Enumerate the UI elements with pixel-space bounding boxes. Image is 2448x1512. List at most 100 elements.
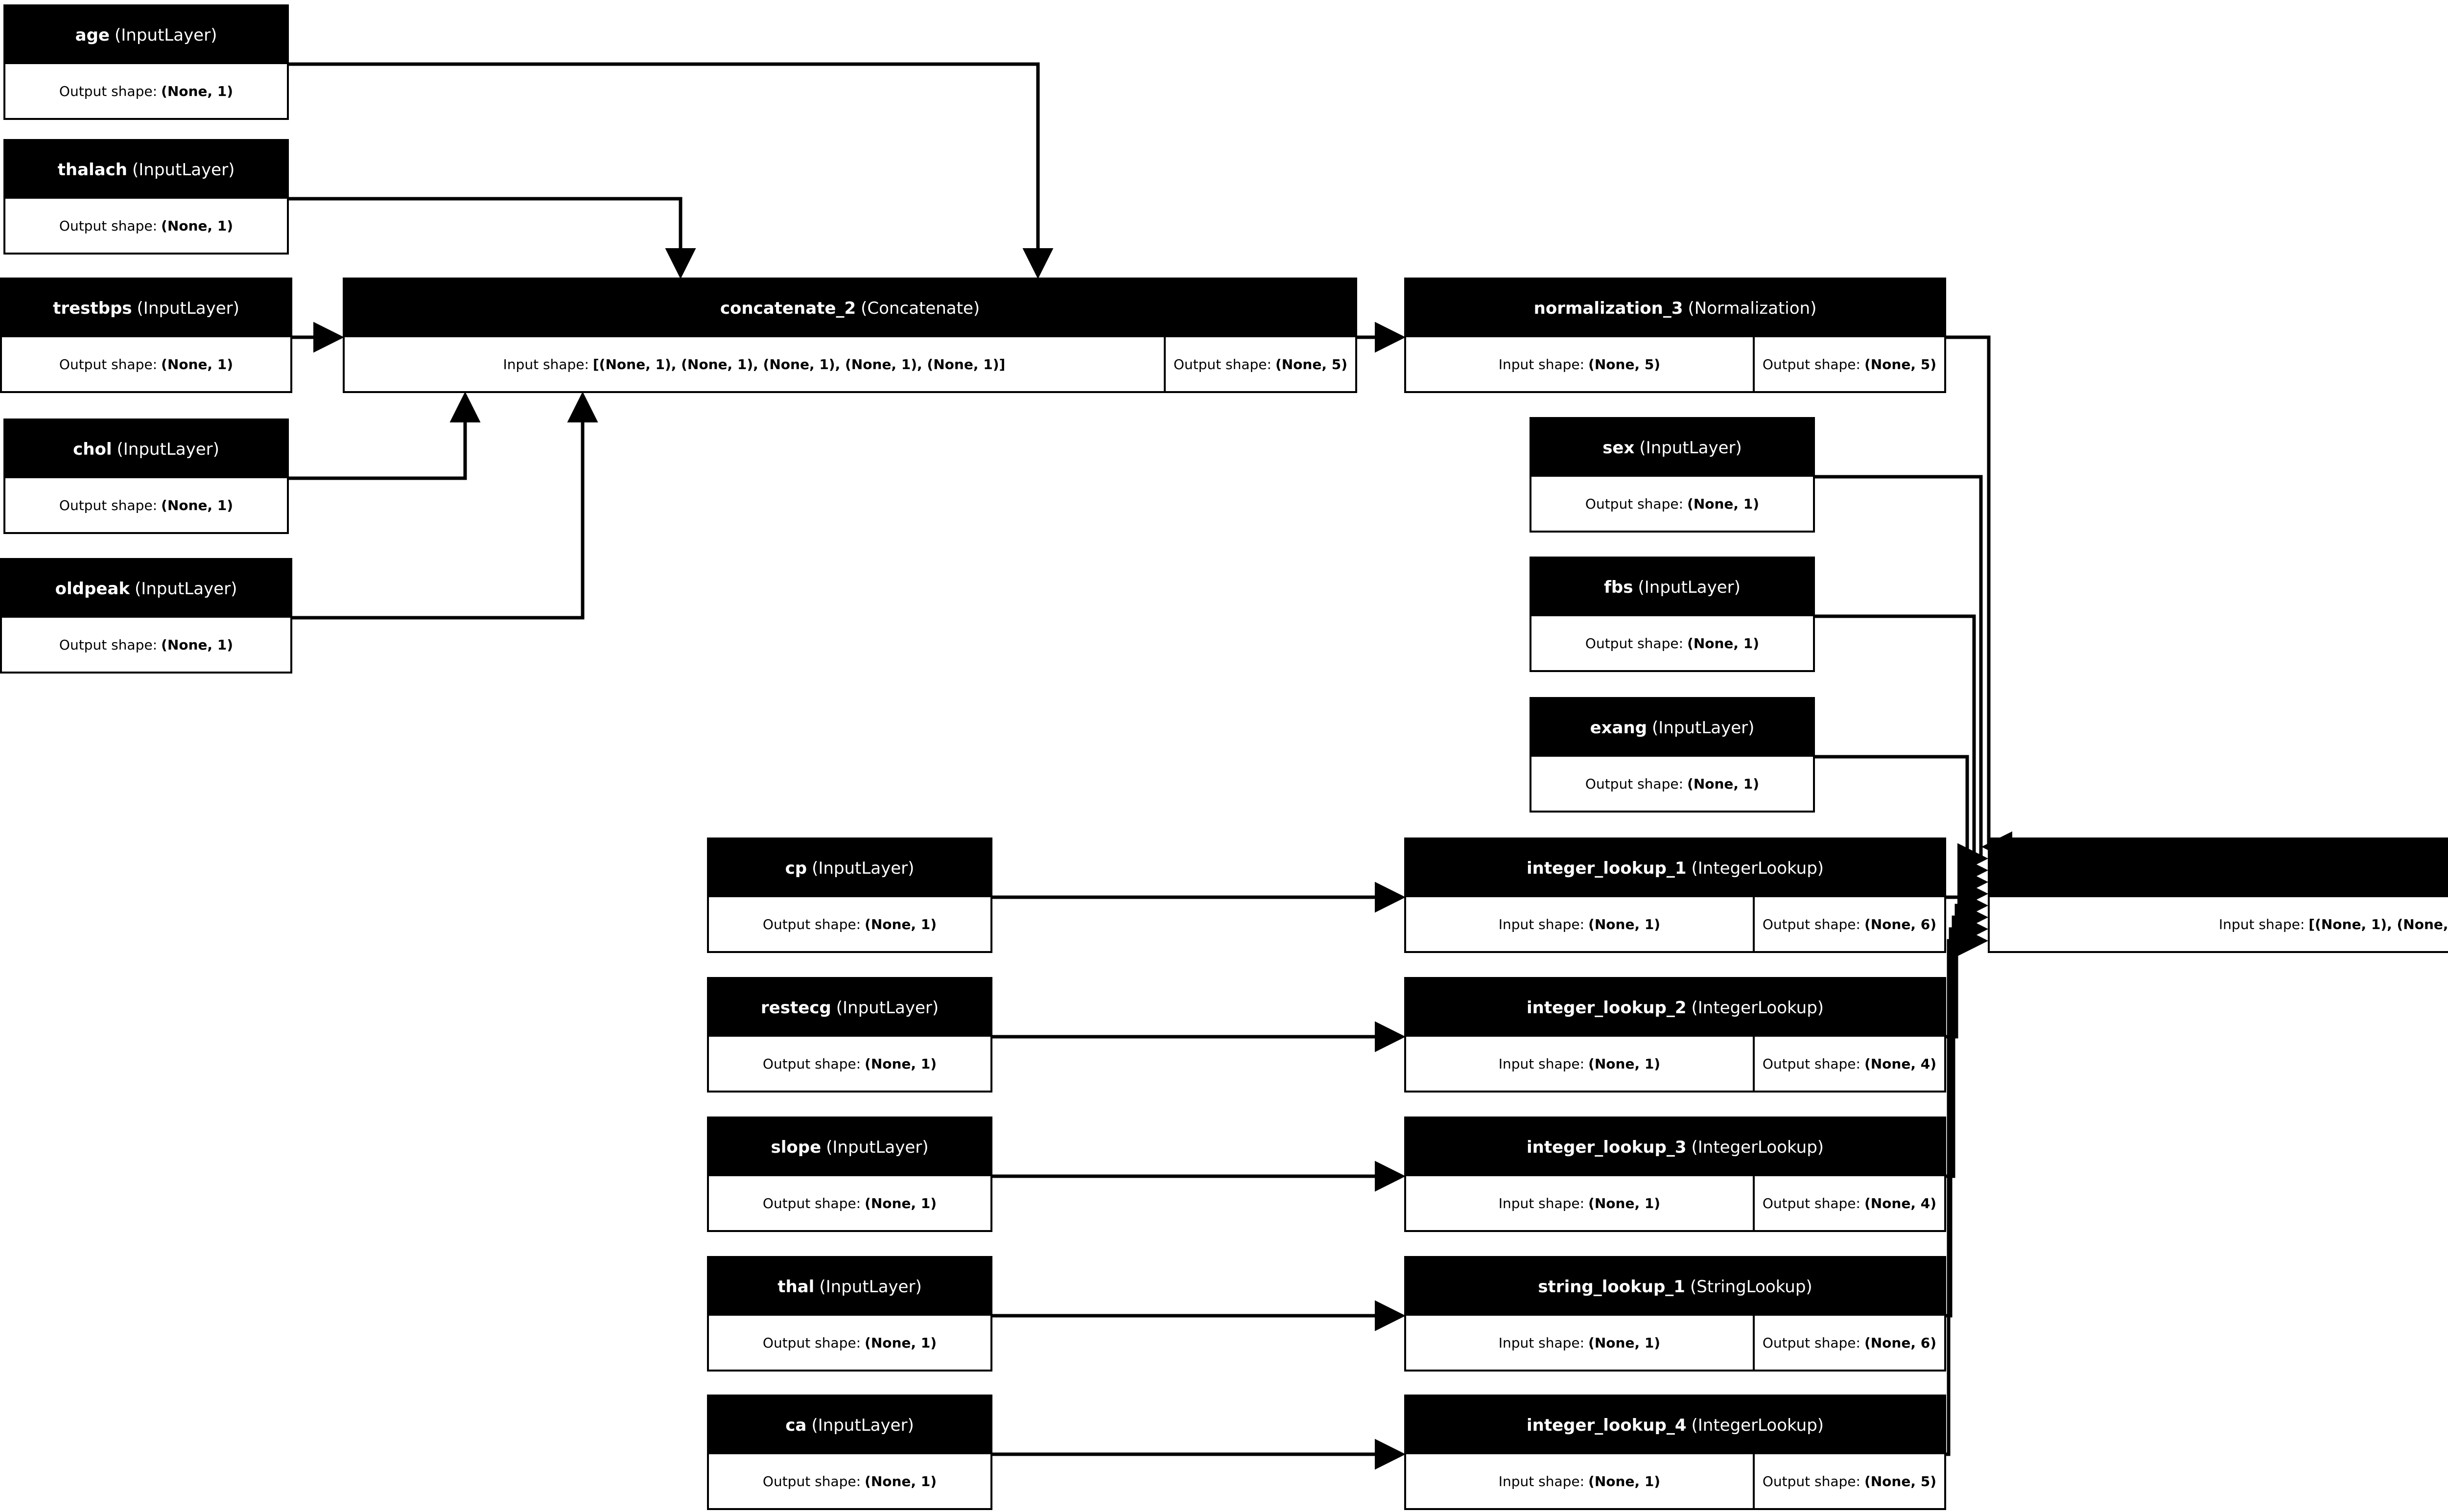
output-shape-value: (None, 6)	[1864, 1334, 1936, 1351]
layer-title: concatenate_3(Concatenate)	[1990, 839, 2448, 897]
layer-node-restecg[interactable]: restecg(InputLayer)Output shape:(None, 1…	[707, 977, 992, 1093]
layer-title: trestbps(InputLayer)	[2, 279, 290, 337]
layer-name: fbs	[1604, 578, 1633, 597]
output-shape-cell: Output shape:(None, 1)	[709, 1316, 990, 1370]
layer-title: restecg(InputLayer)	[709, 979, 990, 1037]
layer-class: (Normalization)	[1688, 299, 1817, 318]
layer-node-fbs[interactable]: fbs (InputLayer) Output shape:(None, 1)	[1530, 557, 1815, 672]
layer-shape-row: Output shape:(None, 1)	[5, 199, 287, 253]
layer-shape-row: Input shape:(None, 1)Output shape:(None,…	[1406, 1454, 1944, 1508]
edge	[1815, 614, 1988, 886]
output-shape-label: Output shape:	[59, 636, 158, 653]
layer-node-integer_lookup_2[interactable]: integer_lookup_2(IntegerLookup)Input sha…	[1404, 977, 1946, 1093]
layer-title: thalach(InputLayer)	[5, 141, 287, 199]
output-shape-label: Output shape:	[1762, 916, 1860, 932]
layer-name: integer_lookup_4	[1526, 1416, 1687, 1435]
edge	[1946, 878, 1988, 909]
layer-name: concatenate_2	[720, 299, 856, 318]
layer-name: age	[75, 25, 110, 45]
layer-node-exang[interactable]: exang(InputLayer)Output shape:(None, 1)	[1530, 697, 1815, 813]
layer-node-thal[interactable]: thal(InputLayer)Output shape:(None, 1)	[707, 1256, 992, 1372]
output-shape-label: Output shape:	[1762, 1055, 1860, 1072]
output-shape-value: (None, 1)	[1687, 775, 1760, 792]
output-shape-label: Output shape:	[59, 217, 158, 234]
output-shape-cell: Output shape:(None, 1)	[1531, 616, 1813, 670]
layer-shape-row: Output shape:(None, 1)	[709, 1316, 990, 1370]
layer-title: exang(InputLayer)	[1531, 699, 1813, 757]
input-shape-value: (None, 1)	[1588, 1473, 1661, 1489]
layer-shape-row: Output shape:(None, 1)	[709, 1176, 990, 1230]
layer-node-oldpeak[interactable]: oldpeak(InputLayer)Output shape:(None, 1…	[0, 558, 292, 674]
layer-title: cp (InputLayer)	[709, 839, 990, 897]
layer-node-concatenate_3[interactable]: concatenate_3(Concatenate)Input shape:[(…	[1988, 837, 2448, 953]
output-shape-cell: Output shape:(None, 4)	[1754, 1037, 1944, 1091]
layer-name: cp	[785, 859, 807, 878]
layer-title: age(InputLayer)	[5, 6, 287, 64]
layer-node-string_lookup_1[interactable]: string_lookup_1(StringLookup)Input shape…	[1404, 1256, 1946, 1372]
output-shape-value: (None, 1)	[865, 1473, 937, 1489]
layer-title: sex(InputLayer)	[1531, 419, 1813, 477]
layer-node-integer_lookup_4[interactable]: integer_lookup_4(IntegerLookup)Input sha…	[1404, 1395, 1946, 1510]
layer-name: oldpeak	[55, 579, 130, 599]
layer-node-cp[interactable]: cp (InputLayer) Output shape:(None, 1)	[707, 837, 992, 953]
output-shape-value: (None, 1)	[161, 217, 234, 234]
output-shape-label: Output shape:	[762, 1195, 861, 1211]
layer-class: (IntegerLookup)	[1691, 859, 1824, 878]
layer-title: oldpeak(InputLayer)	[2, 560, 290, 618]
layer-node-concatenate_2[interactable]: concatenate_2(Concatenate)Input shape:[(…	[343, 278, 1357, 393]
layer-name: exang	[1590, 718, 1648, 738]
input-shape-label: Input shape:	[1498, 916, 1585, 932]
layer-node-integer_lookup_1[interactable]: integer_lookup_1(IntegerLookup)Input sha…	[1404, 837, 1946, 953]
edge	[289, 392, 481, 480]
output-shape-label: Output shape:	[762, 1055, 861, 1072]
input-shape-value: (None, 1)	[1588, 1334, 1661, 1351]
output-shape-cell: Output shape:(None, 1)	[5, 64, 287, 118]
layer-shape-row: Input shape:(None, 1)Output shape:(None,…	[1406, 897, 1944, 951]
output-shape-cell: Output shape:(None, 1)	[5, 478, 287, 532]
edge	[1946, 913, 1988, 1318]
output-shape-cell: Output shape:(None, 6)	[1754, 897, 1944, 951]
output-shape-label: Output shape:	[59, 356, 158, 372]
output-shape-label: Output shape:	[762, 1334, 861, 1351]
layer-name: sex	[1602, 438, 1635, 458]
layer-node-normalization_3[interactable]: normalization_3(Normalization)Input shap…	[1404, 278, 1946, 393]
output-shape-label: Output shape:	[1762, 356, 1860, 372]
output-shape-value: (None, 1)	[161, 356, 234, 372]
input-shape-label: Input shape:	[1498, 1334, 1585, 1351]
input-shape-cell: Input shape:[(None, 1), (None, 1), (None…	[1990, 897, 2448, 951]
layer-node-trestbps[interactable]: trestbps(InputLayer) Output shape:(None, …	[0, 278, 292, 393]
input-shape-label: Input shape:	[1498, 1473, 1585, 1489]
edge	[1815, 475, 1988, 874]
output-shape-value: (None, 1)	[161, 636, 234, 653]
layer-node-chol[interactable]: chol(InputLayer)Output shape:(None, 1)	[3, 419, 289, 534]
output-shape-cell: Output shape:(None, 6)	[1754, 1316, 1944, 1370]
input-shape-label: Input shape:	[1498, 356, 1585, 372]
layer-node-sex[interactable]: sex(InputLayer)Output shape:(None, 1)	[1530, 417, 1815, 533]
layer-class: (InputLayer)	[812, 859, 915, 878]
layer-title: ca(InputLayer)	[709, 1396, 990, 1454]
layer-title: integer_lookup_3(IntegerLookup)	[1406, 1118, 1944, 1176]
layer-shape-row: Output shape:(None, 1)	[5, 478, 287, 532]
output-shape-value: (None, 1)	[1687, 635, 1760, 651]
layer-shape-row: Output shape:(None, 1)	[709, 1037, 990, 1091]
input-shape-cell: Input shape:(None, 5)	[1406, 337, 1753, 391]
layer-node-age[interactable]: age(InputLayer)Output shape:(None, 1)	[3, 4, 289, 120]
layer-node-thalach[interactable]: thalach(InputLayer)Output shape:(None, 1…	[3, 139, 289, 255]
layer-shape-row: Output shape:(None, 1)	[709, 897, 990, 951]
layer-node-integer_lookup_3[interactable]: integer_lookup_3(IntegerLookup)Input sha…	[1404, 1117, 1946, 1232]
output-shape-cell: Output shape:(None, 1)	[2, 618, 290, 672]
layer-class: (InputLayer)	[1638, 578, 1741, 597]
layer-node-ca[interactable]: ca(InputLayer)Output shape:(None, 1)	[707, 1395, 992, 1510]
input-shape-cell: Input shape:(None, 1)	[1406, 1454, 1753, 1508]
layer-title: integer_lookup_4(IntegerLookup)	[1406, 1396, 1944, 1454]
layer-name: ca	[785, 1416, 807, 1435]
layer-title: slope(InputLayer)	[709, 1118, 990, 1176]
edge	[1946, 890, 1988, 1039]
layer-name: restecg	[760, 998, 831, 1018]
layer-class: (IntegerLookup)	[1691, 1138, 1824, 1157]
output-shape-cell: Output shape:(None, 1)	[709, 1176, 990, 1230]
layer-class: (InputLayer)	[117, 440, 219, 459]
layer-shape-row: Input shape:[(None, 1), (None, 1), (None…	[1990, 897, 2448, 951]
layer-node-slope[interactable]: slope(InputLayer)Output shape:(None, 1)	[707, 1117, 992, 1232]
